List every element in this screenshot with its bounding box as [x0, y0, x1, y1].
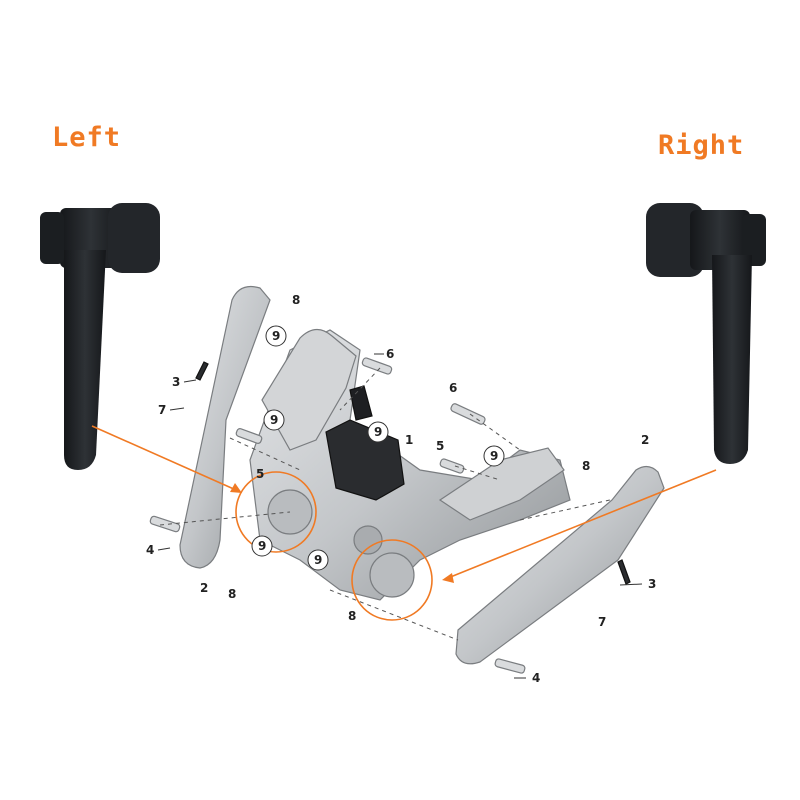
callout-9-e: 9	[258, 539, 266, 553]
callout-9-a: 9	[272, 329, 280, 343]
callout-3-right: 3	[648, 577, 656, 591]
callout-9-f: 9	[314, 553, 322, 567]
callout-8-left: 8	[228, 587, 236, 601]
callout-3-left: 3	[172, 375, 180, 389]
callout-5-right: 5	[436, 439, 444, 453]
callout-9-c: 9	[374, 425, 382, 439]
callout-7-right: 7	[598, 615, 606, 629]
leader-lines	[159, 367, 611, 641]
callout-6-left: 6	[386, 347, 394, 361]
callout-circles	[251, 325, 505, 571]
callout-6-right: 6	[449, 381, 457, 395]
callout-8-bottom: 8	[348, 609, 356, 623]
callout-2-left: 2	[200, 581, 208, 595]
left-highlight-circle	[235, 471, 317, 553]
callout-2-right: 2	[641, 433, 649, 447]
label-ticks	[157, 353, 643, 679]
callout-4-left: 4	[146, 543, 154, 557]
callout-7-left: 7	[158, 403, 166, 417]
callout-1: 1	[405, 433, 413, 447]
callout-labels: 1 2 2 3 3 4 4 5 5 6 6 7 7 8 8 8 8 9 9 9 …	[146, 293, 656, 685]
callout-9-b: 9	[270, 413, 278, 427]
left-handle-icon	[40, 203, 160, 470]
pedal-assembly-icon	[149, 285, 665, 674]
left-label: Left	[52, 122, 122, 153]
right-highlight-circle	[351, 539, 433, 621]
callout-8-right: 8	[582, 459, 590, 473]
right-handle-icon	[646, 203, 766, 464]
callout-5-left: 5	[256, 467, 264, 481]
callout-8-top: 8	[292, 293, 300, 307]
callout-9-d: 9	[490, 449, 498, 463]
right-label: Right	[658, 130, 745, 161]
pointer-arrow-icon	[91, 425, 717, 583]
callout-4-right: 4	[532, 671, 540, 685]
